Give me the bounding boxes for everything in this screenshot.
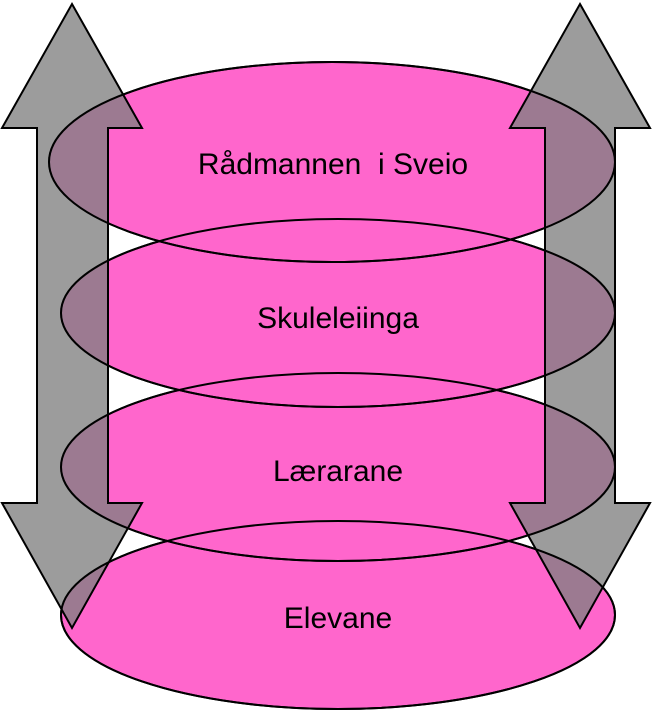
level-label-skuleleiinga: Skuleleiinga	[257, 302, 419, 335]
left-double-arrow	[0, 1, 144, 631]
level-labels: Rådmannen i Sveio Skuleleiinga Lærarane …	[198, 148, 468, 635]
level-label-radmannen: Rådmannen i Sveio	[198, 148, 468, 181]
ellipse-outlines	[48, 61, 616, 710]
level-stack	[48, 61, 616, 710]
outline-radmannen	[48, 61, 616, 263]
outline-lærarane	[60, 372, 616, 562]
level-label-elevane: Elevane	[284, 602, 392, 635]
outline-elevane	[60, 520, 616, 710]
level-label-lærarane: Lærarane	[273, 455, 403, 488]
outline-skuleleiinga	[60, 218, 616, 408]
